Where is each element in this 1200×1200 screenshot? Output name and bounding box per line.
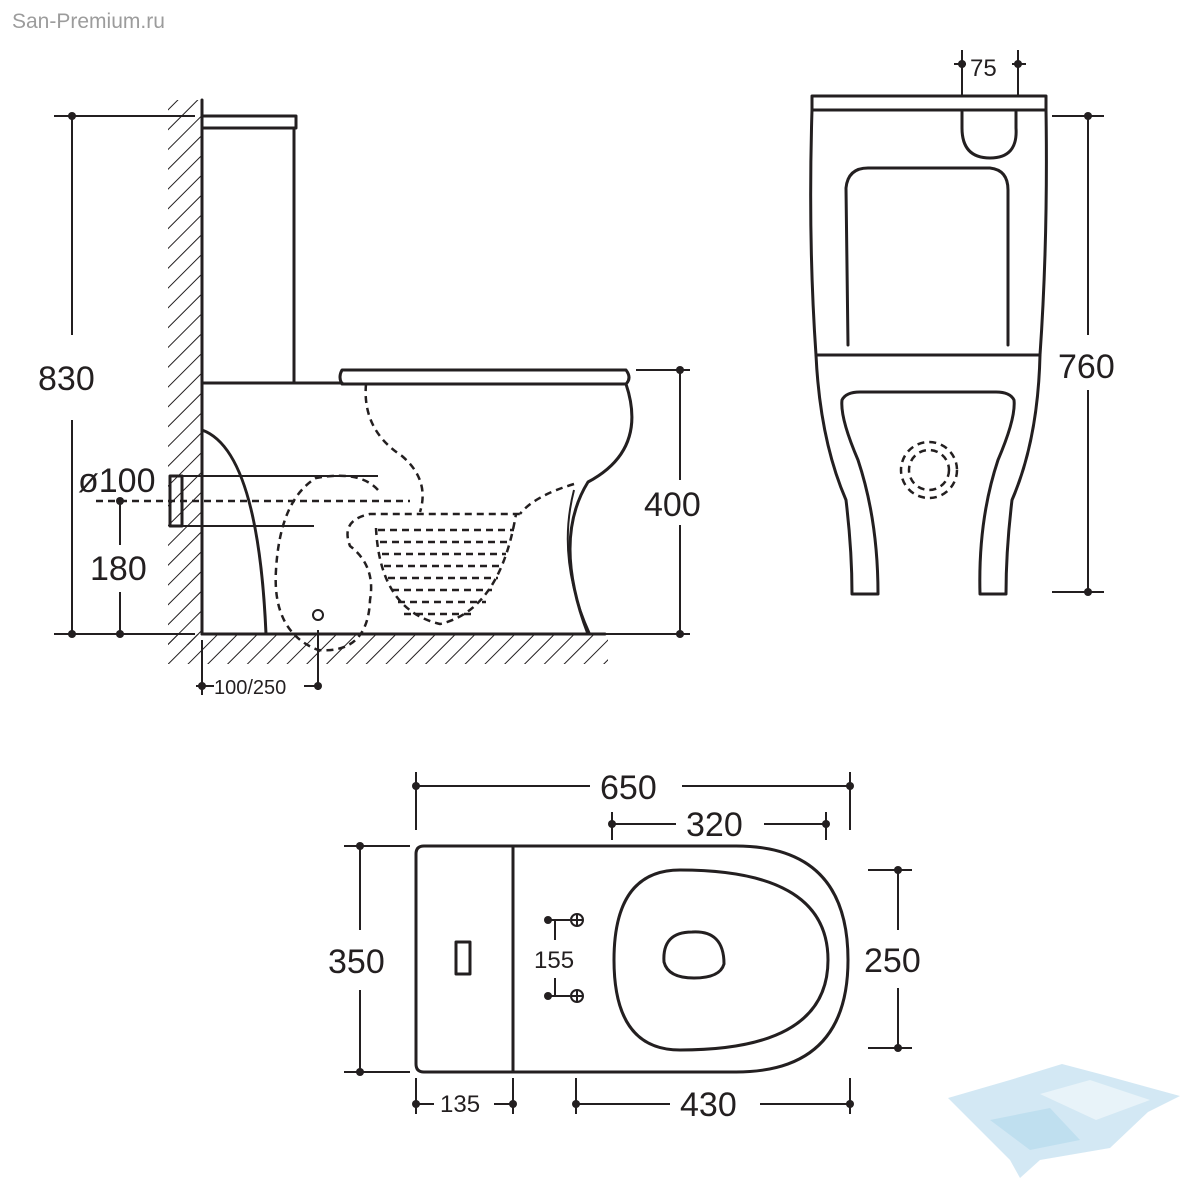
dimension-320: 320 (608, 806, 830, 844)
top-outline (414, 844, 850, 1074)
floor-hatching (168, 634, 608, 664)
bowl-opening (662, 930, 726, 980)
label-830: 830 (38, 360, 95, 398)
dimension-180: 180 (90, 497, 147, 638)
side-view: 830 180 ø100 400 100/250 (38, 98, 701, 699)
label-350: 350 (328, 943, 385, 981)
front-lid (810, 94, 1048, 112)
label-outlet-diameter: ø100 (78, 462, 156, 500)
trap-hidden (274, 474, 520, 652)
front-outlet-inner (907, 448, 951, 492)
label-760: 760 (1058, 348, 1115, 386)
bowl-inner-front (566, 489, 591, 635)
cistern-lid (200, 114, 298, 130)
dimension-430: 430 (572, 1078, 854, 1124)
brand-logo-mark (948, 1064, 1180, 1178)
label-100-250: 100/250 (214, 677, 286, 699)
dimension-400: 400 (600, 366, 701, 638)
dimension-135: 135 (412, 1078, 517, 1118)
dimension-350: 350 (328, 842, 410, 1076)
label-250: 250 (864, 942, 921, 980)
dimension-75: 75 (954, 50, 1026, 96)
seat-ring (612, 868, 830, 1052)
label-430: 430 (680, 1086, 737, 1124)
dimension-830: 830 (38, 112, 195, 638)
water-boundary (519, 482, 575, 515)
cistern-body (202, 126, 296, 385)
label-155: 155 (534, 947, 574, 974)
front-cistern (809, 108, 1048, 357)
trapway-hidden (364, 383, 424, 513)
bowl-base-left (200, 428, 268, 636)
flush-button-cutout (960, 110, 1018, 160)
label-180: 180 (90, 550, 147, 588)
dimension-760: 760 (1052, 112, 1115, 596)
top-view: 155 650 320 (328, 769, 921, 1124)
dimension-250: 250 (864, 866, 921, 1052)
fixing-bolts: 155 (534, 913, 584, 1003)
label-400: 400 (644, 486, 701, 524)
label-135: 135 (440, 1091, 480, 1118)
front-outlet-outer (899, 440, 959, 500)
seat (338, 368, 631, 386)
water-seal (374, 513, 518, 626)
front-view: 75 760 (809, 50, 1115, 596)
wall-hatching (168, 100, 202, 645)
watermark-text: San-Premium.ru (12, 10, 165, 33)
front-pedestal-left (814, 353, 1042, 596)
label-320: 320 (686, 806, 743, 844)
dimension-100-250: 100/250 (196, 640, 322, 699)
label-650: 650 (600, 769, 657, 807)
label-75: 75 (970, 55, 997, 82)
bowl-front (568, 382, 634, 636)
fixing-hole (312, 609, 324, 621)
front-cistern-panel (844, 166, 1010, 347)
dimension-650: 650 (412, 769, 854, 830)
flush-button-top (454, 940, 472, 976)
